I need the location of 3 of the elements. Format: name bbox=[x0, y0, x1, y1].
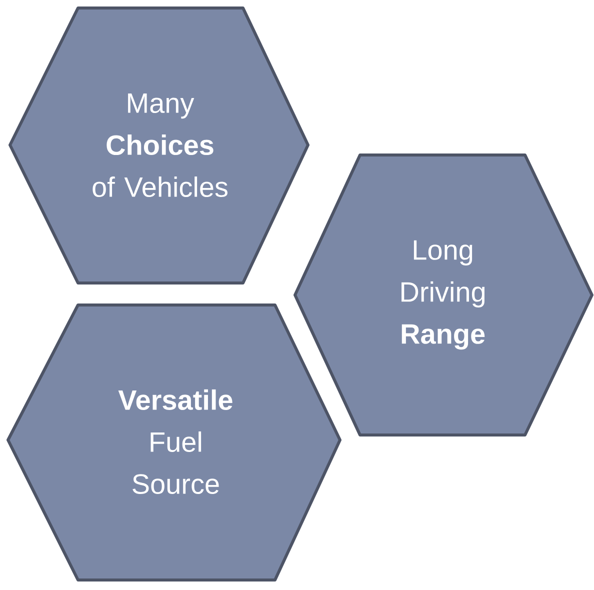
hexagon: Long Driving Range bbox=[294, 154, 594, 436]
hexagon: Versatile Fuel Source bbox=[6, 304, 342, 582]
hexagon: Many Choices of Vehicles bbox=[8, 6, 310, 284]
